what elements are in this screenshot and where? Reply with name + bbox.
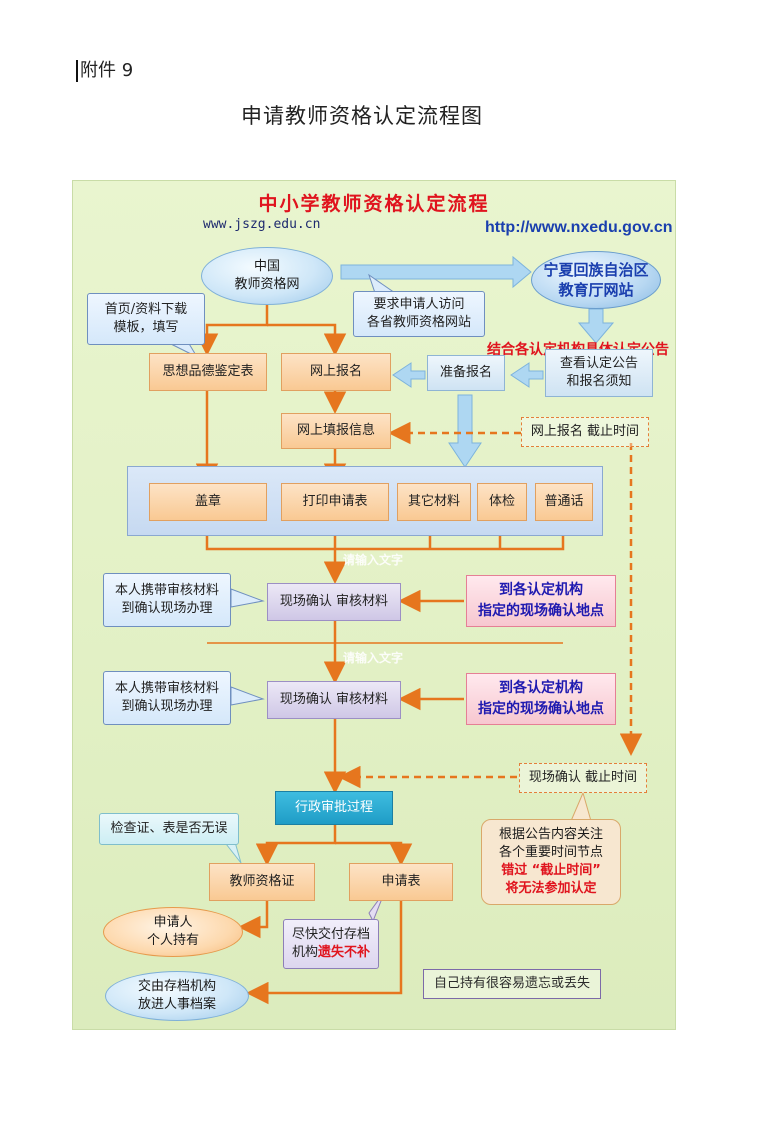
- node-onsite-confirm-1[interactable]: 现场确认 审核材料: [267, 583, 401, 621]
- node-onsite-confirm-2[interactable]: 现场确认 审核材料: [267, 681, 401, 719]
- arrow-china-to-ningxia: [340, 255, 532, 289]
- node-online-registration[interactable]: 网上报名: [281, 353, 391, 391]
- callout-tail-carry-2: [230, 686, 265, 706]
- callout-download-template: 首页/资料下载 模板，填写: [87, 293, 205, 345]
- node-online-deadline[interactable]: 网上报名 截止时间: [521, 417, 649, 447]
- note-deadline-line1: 根据公告内容关注 各个重要时间节点: [498, 827, 603, 860]
- arrow-ningxia-down: [577, 308, 615, 344]
- arrow-cert-to-applicant: [238, 901, 269, 939]
- placeholder-text-1: 请输入文字: [343, 553, 404, 567]
- arrow-admin-to-form: [335, 841, 413, 866]
- arrow-china-to-moral: [195, 305, 269, 356]
- arrow-admin-to-cert: [255, 825, 337, 866]
- arrow-form-to-archive: [246, 901, 403, 1005]
- arrow-china-to-online: [267, 323, 347, 356]
- url-nxedu[interactable]: http://www.nxedu.gov.cn: [485, 219, 673, 236]
- url-jszg[interactable]: www.jszg.edu.cn: [203, 217, 321, 232]
- node-moral-form[interactable]: 思想品德鉴定表: [149, 353, 267, 391]
- callout-tail-deadline: [570, 791, 592, 822]
- node-prepare-registration[interactable]: 准备报名: [427, 355, 505, 391]
- node-other-materials[interactable]: 其它材料: [397, 483, 471, 521]
- callout-archive-warn: 遗失不补: [318, 945, 371, 960]
- node-applicant-keeps[interactable]: 申请人 个人持有: [103, 907, 243, 957]
- document-title: 申请教师资格认定流程图: [241, 104, 483, 128]
- callout-carry-materials-2: 本人携带审核材料 到确认现场办理: [103, 671, 231, 725]
- node-mandarin[interactable]: 普通话: [535, 483, 593, 521]
- node-health-check[interactable]: 体检: [477, 483, 527, 521]
- placeholder-text-2: 请输入文字: [343, 651, 404, 665]
- node-announcement[interactable]: 查看认定公告 和报名须知: [545, 349, 653, 397]
- arrow-announce-to-prepare: [510, 362, 544, 388]
- flowchart: 中小学教师资格认定流程 www.jszg.edu.cn http://www.n…: [72, 180, 676, 1030]
- callout-carry-materials-1: 本人携带审核材料 到确认现场办理: [103, 573, 231, 627]
- node-application-form[interactable]: 申请表: [349, 863, 453, 901]
- callout-archive-prefix: 尽快交付存档 机构: [291, 927, 370, 960]
- node-onsite-location-1[interactable]: 到各认定机构 指定的现场确认地点: [466, 575, 616, 627]
- arrow-prepare-to-materials: [448, 394, 482, 468]
- node-archive-personnel[interactable]: 交由存档机构 放进人事档案: [105, 971, 249, 1021]
- callout-archive-text: 尽快交付存档 机构遗失不补: [292, 926, 370, 962]
- node-confirm-deadline[interactable]: 现场确认 截止时间: [519, 763, 647, 793]
- arrow-prepare-to-online: [392, 362, 426, 388]
- note-deadline-warning: 根据公告内容关注 各个重要时间节点 错过 “截止时间” 将无法参加认定: [481, 819, 621, 905]
- note-self-keep-risk: 自己持有很容易遗忘或丢失: [423, 969, 601, 999]
- callout-check-cert: 检查证、表是否无误: [99, 813, 239, 845]
- node-fill-online-info[interactable]: 网上填报信息: [281, 413, 391, 449]
- node-china-teacher-site[interactable]: 中国 教师资格网: [201, 247, 333, 305]
- callout-archive-soon: 尽快交付存档 机构遗失不补: [283, 919, 379, 969]
- attachment-label: 附件 9: [76, 60, 133, 82]
- node-admin-approval[interactable]: 行政审批过程: [275, 791, 393, 825]
- node-ningxia-education-site[interactable]: 宁夏回族自治区 教育厅网站: [531, 251, 661, 309]
- diagram-title: 中小学教师资格认定流程: [258, 193, 490, 215]
- callout-visit-sites: 要求申请人访问 各省教师资格网站: [353, 291, 485, 337]
- node-teacher-certificate[interactable]: 教师资格证: [209, 863, 315, 901]
- node-onsite-location-2[interactable]: 到各认定机构 指定的现场确认地点: [466, 673, 616, 725]
- callout-tail-carry-1: [230, 588, 265, 608]
- node-stamp[interactable]: 盖章: [149, 483, 267, 521]
- node-print-application[interactable]: 打印申请表: [281, 483, 389, 521]
- note-deadline-line2: 错过 “截止时间” 将无法参加认定: [501, 863, 601, 896]
